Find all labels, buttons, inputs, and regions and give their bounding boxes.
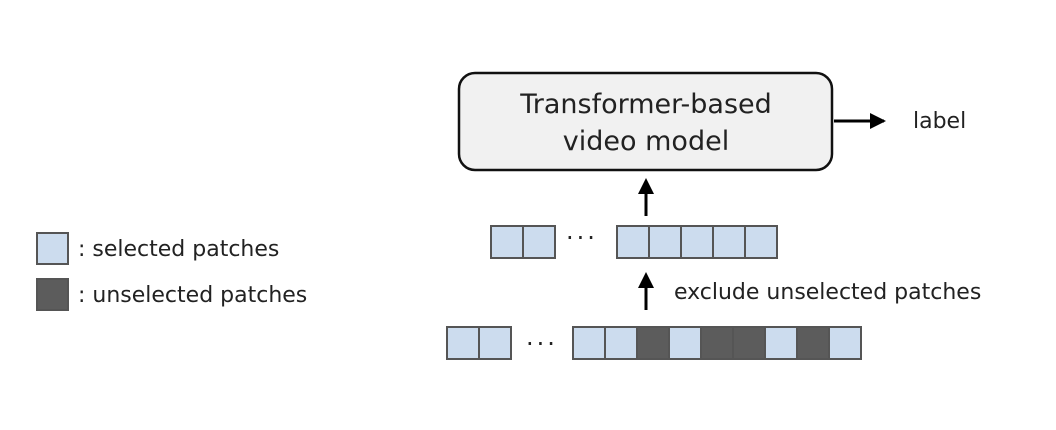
selected-patch bbox=[744, 225, 778, 259]
top-row-right-patches bbox=[616, 225, 778, 259]
selected-patch bbox=[522, 225, 556, 259]
model-title-line1: Transformer-based bbox=[519, 89, 772, 120]
selected-patch bbox=[712, 225, 746, 259]
bottom-row-right-patches bbox=[572, 326, 862, 360]
output-label: label bbox=[913, 109, 966, 134]
unselected-patch bbox=[796, 326, 830, 360]
bottom-row-ellipsis: ··· bbox=[526, 330, 558, 358]
selected-patch bbox=[604, 326, 638, 360]
selected-patch bbox=[648, 225, 682, 259]
top-row-ellipsis: ··· bbox=[566, 224, 598, 252]
selected-patch bbox=[490, 225, 524, 259]
exclude-arrow-head bbox=[638, 272, 654, 288]
unselected-patch bbox=[700, 326, 734, 360]
selected-patch bbox=[680, 225, 714, 259]
model-box bbox=[457, 71, 834, 172]
selected-patch bbox=[446, 326, 480, 360]
legend-selected-swatch bbox=[36, 232, 69, 265]
selected-patch bbox=[668, 326, 702, 360]
legend-unselected-swatch bbox=[36, 278, 69, 311]
unselected-patch bbox=[732, 326, 766, 360]
input-arrow-head bbox=[638, 178, 654, 194]
output-arrow-head bbox=[870, 113, 886, 129]
exclude-label: exclude unselected patches bbox=[674, 280, 981, 305]
selected-patch bbox=[572, 326, 606, 360]
model-title-line2: video model bbox=[563, 126, 729, 157]
unselected-patch bbox=[636, 326, 670, 360]
legend-selected-label: : selected patches bbox=[78, 237, 279, 262]
bottom-row-left-patches bbox=[446, 326, 512, 360]
selected-patch bbox=[616, 225, 650, 259]
legend-unselected-label: : unselected patches bbox=[78, 283, 307, 308]
selected-patch bbox=[764, 326, 798, 360]
selected-patch bbox=[828, 326, 862, 360]
selected-patch bbox=[478, 326, 512, 360]
top-row-left-patches bbox=[490, 225, 556, 259]
